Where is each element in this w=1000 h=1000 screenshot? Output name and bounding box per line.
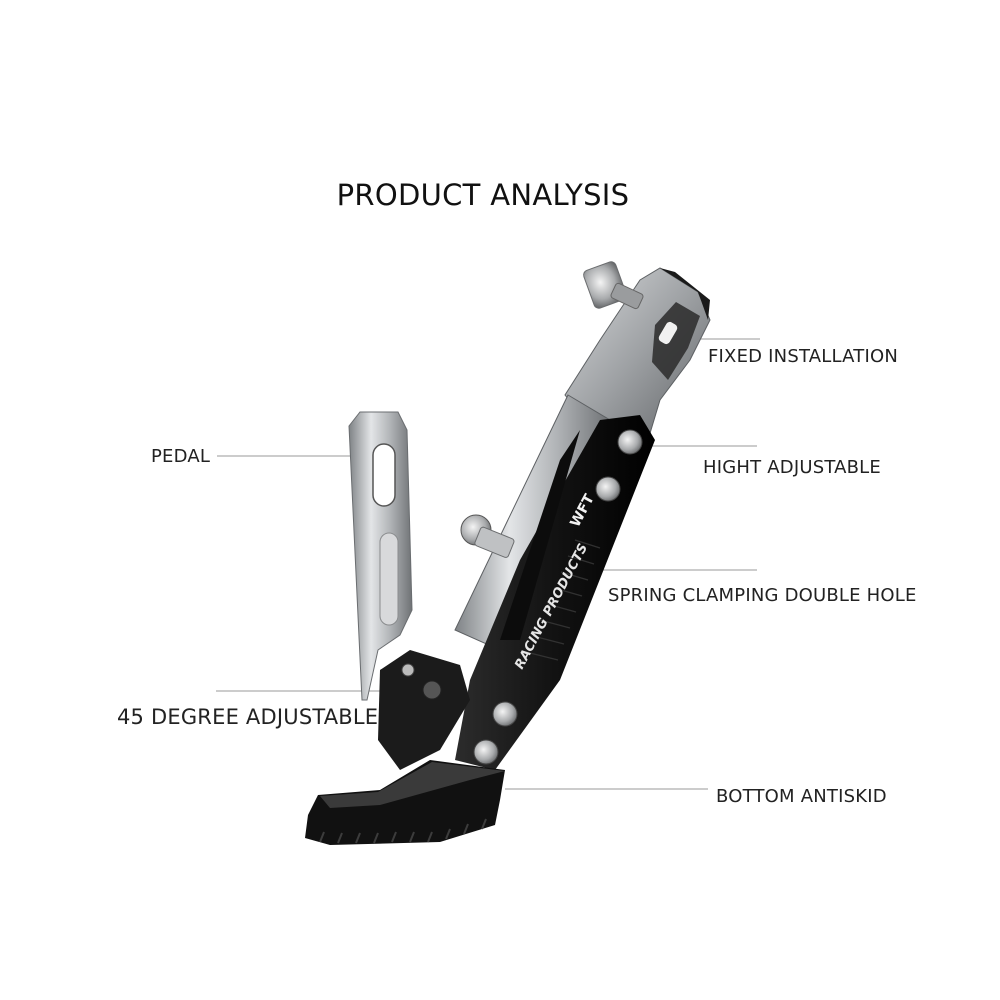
callout-spring-clamping: SPRING CLAMPING DOUBLE HOLE: [608, 585, 917, 606]
antiskid-foot: [305, 760, 505, 845]
pedal-plate: [348, 411, 413, 701]
callout-pedal: PEDAL: [151, 446, 211, 467]
leader-lines: [216, 338, 760, 790]
side-bolt: [460, 514, 515, 558]
pivot-block: [378, 650, 470, 770]
callout-fixed-installation: FIXED INSTALLATION: [708, 346, 898, 367]
top-clamp: [564, 261, 711, 441]
callout-45-degree-adjustable: 45 DEGREE ADJUSTABLE: [117, 705, 379, 729]
leg-body: RACING PRODUCTS WFT: [455, 415, 655, 770]
callout-hight-adjustable: HIGHT ADJUSTABLE: [703, 457, 881, 478]
callout-bottom-antiskid: BOTTOM ANTISKID: [716, 786, 887, 807]
page-title: PRODUCT ANALYSIS: [336, 178, 630, 212]
